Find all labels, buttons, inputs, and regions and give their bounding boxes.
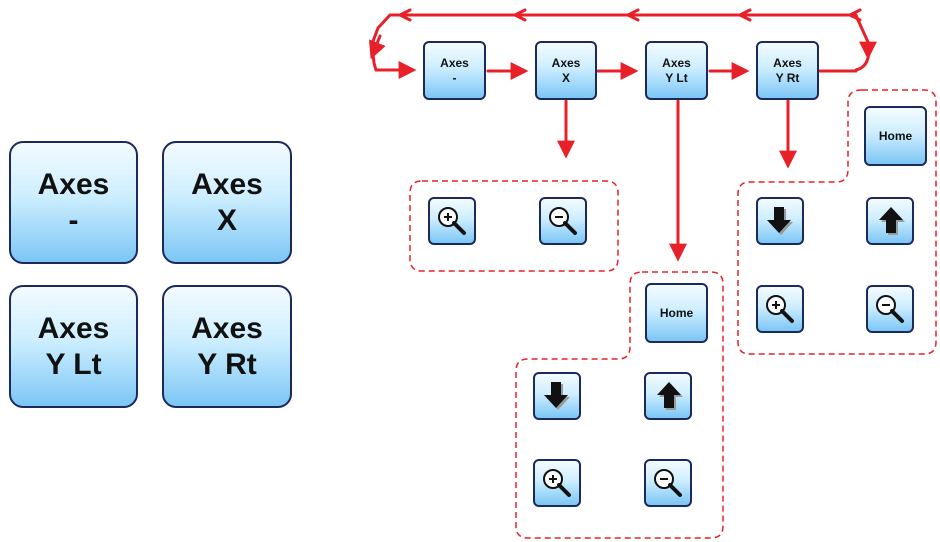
yrt-zoom-in-button[interactable] — [756, 285, 804, 333]
button-label-line1: Axes — [551, 56, 581, 71]
home-label: Home — [659, 305, 694, 320]
button-label-line1: Axes — [440, 56, 469, 71]
button-label-line2: Y Rt — [775, 70, 800, 85]
home-label: Home — [878, 128, 913, 143]
arrow-up-icon — [879, 207, 905, 235]
zoom-in-icon — [543, 469, 571, 497]
button-label-line1: Axes — [662, 56, 691, 71]
button-label-line1: Axes — [773, 56, 802, 71]
ylt-home-button[interactable]: Home — [645, 283, 708, 343]
zoom-out-icon — [549, 207, 577, 235]
large-axes-x-button[interactable]: Axes X — [162, 141, 292, 264]
yrt-pan-up-button[interactable] — [866, 197, 914, 245]
button-label-line2: Y Lt — [665, 70, 688, 85]
arrow-down-icon — [544, 382, 570, 410]
ylt-pan-up-button[interactable] — [644, 372, 692, 420]
button-label-line2: - — [452, 70, 457, 85]
group-x-outline — [409, 180, 619, 272]
arrow-up-icon — [657, 382, 683, 410]
large-axes-y-lt-button[interactable]: Axes Y Lt — [9, 285, 138, 408]
cycle-axes-x-button[interactable]: Axes X — [535, 41, 597, 100]
button-label-line2: X — [561, 70, 570, 85]
button-label-line1: Axes — [37, 167, 110, 201]
yrt-home-button[interactable]: Home — [864, 106, 927, 166]
yrt-zoom-out-button[interactable] — [866, 285, 914, 333]
ylt-zoom-out-button[interactable] — [644, 459, 692, 507]
ylt-pan-down-button[interactable] — [533, 372, 581, 420]
button-label-line2: - — [68, 203, 79, 237]
button-label-line1: Axes — [191, 311, 263, 345]
zoom-in-icon — [766, 295, 794, 323]
cycle-axes-y-rt-button[interactable]: Axes Y Rt — [756, 41, 819, 100]
yrt-pan-down-button[interactable] — [756, 197, 804, 245]
x-zoom-in-button[interactable] — [428, 197, 476, 245]
button-label-line2: Y Lt — [45, 347, 102, 381]
zoom-out-icon — [876, 295, 904, 323]
cycle-axes-none-button[interactable]: Axes - — [423, 41, 486, 100]
ylt-zoom-in-button[interactable] — [533, 459, 581, 507]
group-ylt-outline — [515, 271, 724, 539]
zoom-in-icon — [438, 207, 466, 235]
large-axes-y-rt-button[interactable]: Axes Y Rt — [162, 285, 292, 408]
group-yrt-outline — [737, 89, 937, 355]
button-label-line1: Axes — [191, 167, 263, 201]
arrow-down-icon — [767, 207, 793, 235]
button-label-line2: X — [216, 203, 237, 237]
zoom-out-icon — [654, 469, 682, 497]
large-axes-none-button[interactable]: Axes - — [9, 141, 138, 264]
x-zoom-out-button[interactable] — [539, 197, 587, 245]
button-label-line2: Y Rt — [197, 347, 257, 381]
cycle-axes-y-lt-button[interactable]: Axes Y Lt — [645, 41, 708, 100]
button-label-line1: Axes — [37, 311, 110, 345]
